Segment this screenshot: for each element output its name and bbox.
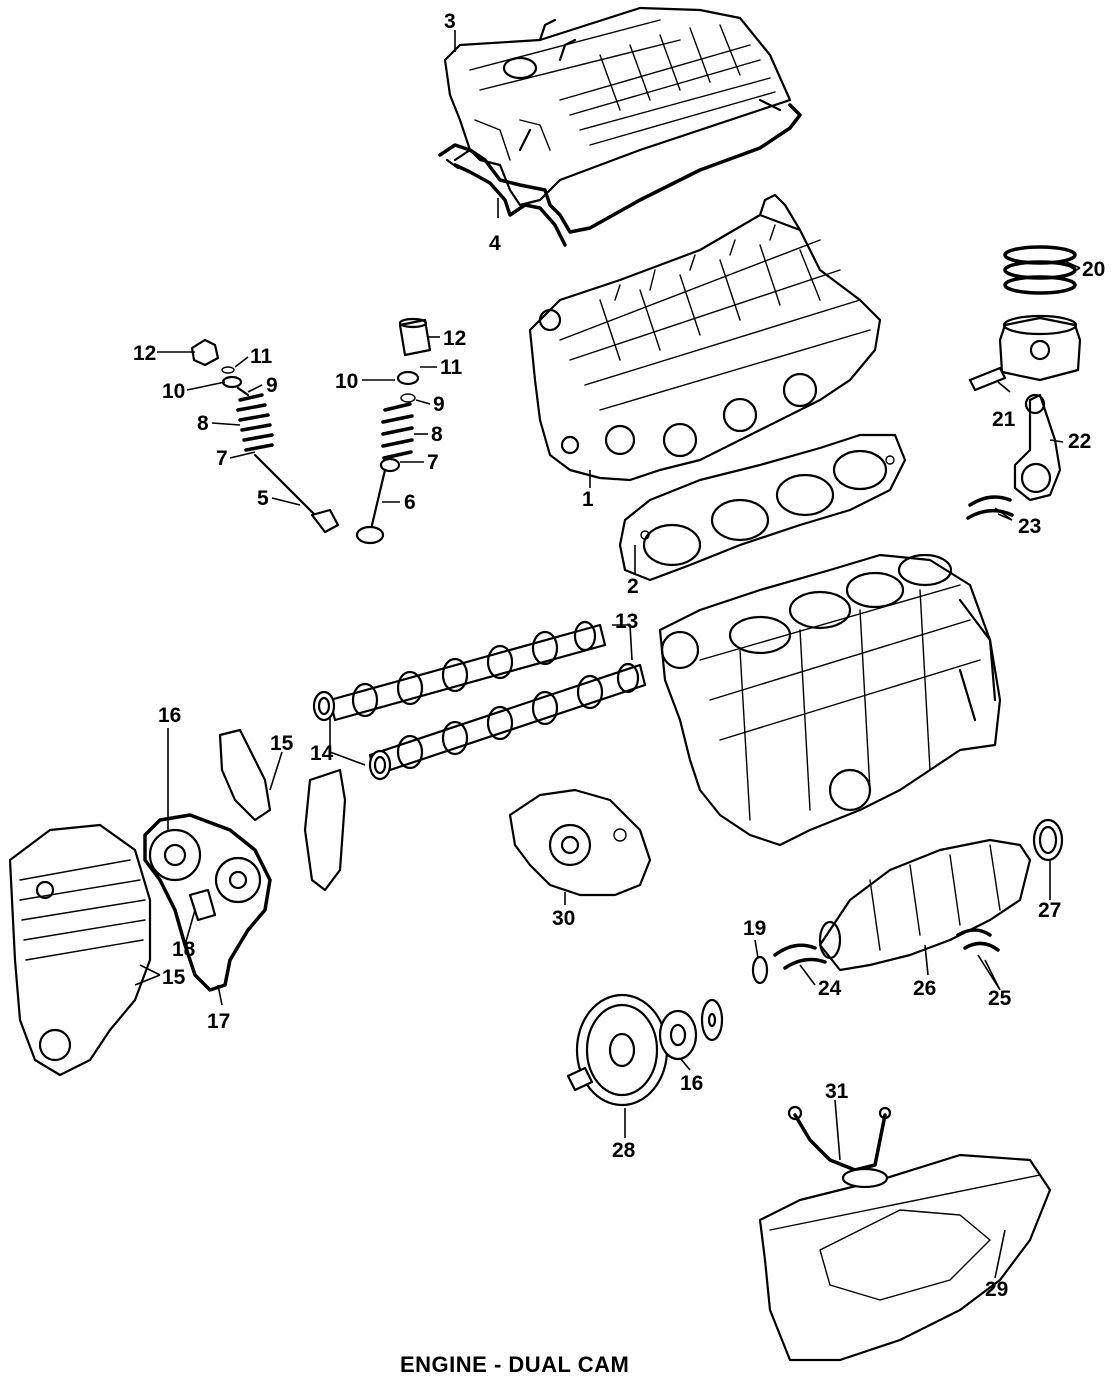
callout-6: 6 — [404, 491, 416, 514]
piston — [998, 314, 1082, 382]
piston-pin — [968, 366, 1007, 392]
callout-9-left: 9 — [266, 374, 278, 397]
crankshaft — [818, 838, 1032, 972]
callout-27: 27 — [1038, 899, 1061, 922]
callout-20: 20 — [1082, 258, 1105, 281]
crankshaft-pulley — [566, 993, 669, 1107]
callout-4: 4 — [489, 232, 501, 255]
main-bearings-upper — [773, 943, 827, 970]
cylinder-head — [528, 193, 882, 482]
callout-23: 23 — [1018, 515, 1041, 538]
callout-7-left: 7 — [216, 447, 228, 470]
callout-3: 3 — [444, 10, 456, 33]
head-gasket — [618, 433, 907, 582]
crankshaft-sprocket — [658, 1009, 698, 1061]
callout-12-right: 12 — [443, 327, 466, 350]
leader-lines — [134, 30, 1081, 1279]
callout-8-left: 8 — [197, 412, 209, 435]
timing-belt-assembly — [143, 813, 272, 992]
callout-26: 26 — [913, 977, 936, 1000]
callout-10-right: 10 — [335, 370, 358, 393]
callout-15-upper: 15 — [270, 732, 294, 755]
callout-31: 31 — [825, 1080, 849, 1103]
timing-cover-upper-rear — [218, 728, 347, 892]
valvetrain-left — [190, 338, 340, 534]
callout-12-left: 12 — [133, 342, 156, 365]
callout-24: 24 — [818, 977, 842, 1000]
callout-17: 17 — [207, 1010, 230, 1033]
camshaft-seals — [312, 690, 392, 781]
callout-30: 30 — [552, 907, 575, 930]
callout-labels: 3 4 1 2 20 21 22 23 13 14 15 16 18 17 15… — [133, 10, 1105, 1301]
callout-8-right: 8 — [431, 423, 443, 446]
diagram-caption: ENGINE - DUAL CAM — [400, 1352, 629, 1377]
connecting-rod-bearings — [966, 495, 1014, 520]
engine-block — [658, 553, 1002, 847]
oil-dipstick-tube — [787, 1105, 892, 1189]
rear-main-seal — [1032, 818, 1064, 862]
callout-29: 29 — [985, 1278, 1008, 1301]
valve-cover-gasket — [438, 98, 802, 247]
callout-15-lower: 15 — [162, 966, 186, 989]
callout-18: 18 — [172, 938, 196, 961]
callout-19: 19 — [743, 917, 766, 940]
callout-1: 1 — [582, 488, 594, 511]
callout-5: 5 — [257, 487, 269, 510]
crankshaft-washer — [700, 998, 724, 1042]
callout-14: 14 — [310, 742, 334, 765]
callout-11-left: 11 — [250, 345, 273, 368]
callout-10-left: 10 — [162, 380, 185, 403]
timing-cover-front — [8, 823, 152, 1077]
camshafts — [328, 620, 647, 777]
callout-16-lower: 16 — [680, 1072, 703, 1095]
valvetrain-right — [355, 317, 432, 545]
oil-pump — [508, 788, 652, 897]
callout-11-right: 11 — [440, 356, 463, 379]
front-crank-seal — [751, 955, 769, 985]
callout-7-right: 7 — [427, 451, 439, 474]
callout-2: 2 — [627, 575, 639, 598]
piston-rings — [1003, 245, 1077, 295]
callout-21: 21 — [992, 408, 1016, 431]
callout-13: 13 — [615, 610, 638, 633]
callout-22: 22 — [1068, 430, 1091, 453]
oil-pan — [758, 1153, 1052, 1362]
callout-28: 28 — [612, 1139, 636, 1162]
connecting-rod — [1013, 393, 1062, 502]
callout-25: 25 — [988, 987, 1012, 1010]
callout-9-right: 9 — [433, 393, 445, 416]
callout-16-upper: 16 — [158, 704, 181, 727]
main-bearings-lower — [956, 928, 1000, 952]
